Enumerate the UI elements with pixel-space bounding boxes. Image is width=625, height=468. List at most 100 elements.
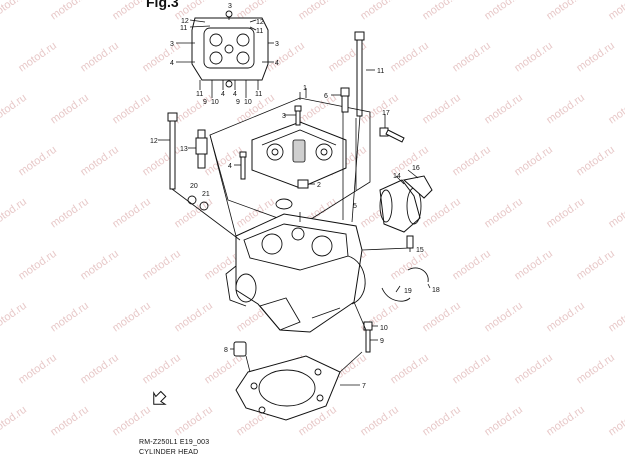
watermark-text: motod.ru: [606, 196, 625, 231]
callout-11-bottom-right: 11: [255, 91, 262, 98]
front-arrow-icon: [153, 390, 167, 405]
cylinder-head-body: [225, 213, 366, 333]
watermark-text: motod.ru: [172, 300, 214, 335]
watermark-text: motod.ru: [0, 404, 29, 439]
callout-7: 7: [362, 383, 366, 390]
callout-11-bottom-left: 11: [196, 91, 203, 98]
watermark-text: motod.ru: [48, 196, 90, 231]
watermark-text: motod.ru: [0, 196, 29, 231]
watermark-text: motod.ru: [48, 92, 90, 127]
watermark-text: motod.ru: [388, 352, 430, 387]
watermark-text: motod.ru: [264, 40, 306, 75]
callout-11-top-left: 11: [180, 25, 187, 32]
callout-21: 21: [202, 191, 210, 198]
watermark-text: motod.ru: [16, 352, 58, 387]
watermark-text: motod.ru: [358, 404, 400, 439]
watermark-text: motod.ru: [606, 92, 625, 127]
head-gasket-7: [235, 355, 360, 421]
callout-10: 10: [380, 325, 388, 332]
callout-12: 12: [150, 138, 158, 145]
intake-pipe: [379, 114, 433, 252]
watermark-text: motod.ru: [140, 40, 182, 75]
watermark-text: motod.ru: [78, 40, 120, 75]
watermark-text: motod.ru: [16, 248, 58, 283]
watermark-text: motod.ru: [202, 352, 244, 387]
watermark-text: motod.ru: [296, 0, 338, 22]
callout-16: 16: [412, 165, 420, 172]
watermark-text: motod.ru: [16, 40, 58, 75]
callout-8: 8: [224, 347, 228, 354]
watermark-text: motod.ru: [482, 196, 524, 231]
watermark-text: motod.ru: [544, 300, 586, 335]
head-top-view: [176, 10, 274, 98]
watermark-text: motod.ru: [0, 0, 29, 22]
callout-9: 9: [380, 338, 384, 345]
watermark-text: motod.ru: [420, 0, 462, 22]
watermark-text: motod.ru: [512, 352, 554, 387]
callout-4-right: 4: [275, 60, 279, 67]
watermark-text: motod.ru: [202, 144, 244, 179]
figure-tag: Fig.3: [146, 0, 179, 10]
callout-2: 2: [317, 182, 321, 189]
watermark-text: motod.ru: [606, 300, 625, 335]
watermark-text: motod.ru: [140, 352, 182, 387]
callout-labels: 3 12 11 12 11 3 3 4 4 11 4 4 11 9 10 9 1…: [150, 3, 440, 390]
watermark-text: motod.ru: [110, 0, 152, 22]
gaskets-18-19: [381, 267, 431, 302]
assembly-lines: [171, 115, 411, 373]
watermark-text: motod.ru: [172, 92, 214, 127]
watermark-text: motod.ru: [512, 40, 554, 75]
dowel-8: [230, 341, 247, 357]
callout-6: 6: [324, 93, 328, 100]
watermark-text: motod.ru: [512, 144, 554, 179]
callout-3: 3: [282, 113, 286, 120]
watermark-text: motod.ru: [544, 0, 586, 22]
watermark-text: motod.ru: [0, 92, 29, 127]
watermark-text: motod.ru: [482, 300, 524, 335]
watermark-text: motod.ru: [574, 40, 616, 75]
callout-11: 11: [377, 68, 384, 75]
watermark-text: motod.ru: [482, 0, 524, 22]
callout-19: 19: [404, 288, 412, 295]
callout-9-right: 9: [236, 99, 240, 106]
callout-17: 17: [382, 110, 390, 117]
callout-4-left: 4: [170, 60, 174, 67]
watermark-text: motod.ru: [48, 300, 90, 335]
callout-4: 4: [228, 163, 232, 170]
watermark-text: motod.ru: [606, 0, 625, 22]
watermark-text: motod.ru: [544, 196, 586, 231]
callout-15: 15: [416, 247, 424, 254]
cam-holder-frame: [209, 88, 371, 227]
watermark-text: motod.ru: [420, 300, 462, 335]
watermark-text: motod.ru: [388, 248, 430, 283]
watermark-text: motod.ru: [482, 92, 524, 127]
callout-4-bottom-b: 4: [233, 91, 237, 98]
watermark-text: motod.ru: [574, 144, 616, 179]
watermark-text: motod.ru: [110, 404, 152, 439]
watermark-text: motod.ru: [512, 248, 554, 283]
diagram-title: CYLINDER HEAD: [139, 449, 199, 456]
model-code: RM-Z250L1 E19_003: [139, 439, 210, 446]
watermark-text: motod.ru: [0, 300, 29, 335]
watermark-text: motod.ru: [110, 196, 152, 231]
watermark-text: motod.ru: [420, 92, 462, 127]
callout-14: 14: [393, 173, 401, 180]
spark-plug-13: [188, 129, 208, 169]
watermark-text: motod.ru: [450, 40, 492, 75]
watermark-text: motod.ru: [606, 404, 625, 439]
watermark-text: motod.ru: [420, 196, 462, 231]
callout-3-top: 3: [228, 3, 232, 10]
watermark-text: motod.ru: [48, 404, 90, 439]
watermark-text: motod.ru: [78, 352, 120, 387]
callout-10-left: 10: [211, 99, 219, 106]
callout-1: 1: [303, 85, 307, 92]
bolt-11: [354, 31, 375, 117]
callout-5: 5: [353, 203, 357, 210]
callout-18: 18: [432, 287, 440, 294]
watermark-text: motod.ru: [48, 0, 90, 22]
callout-3-right: 3: [275, 41, 279, 48]
watermark-text: motod.ru: [358, 92, 400, 127]
dowels: [299, 87, 357, 222]
watermark-text: motod.ru: [140, 144, 182, 179]
